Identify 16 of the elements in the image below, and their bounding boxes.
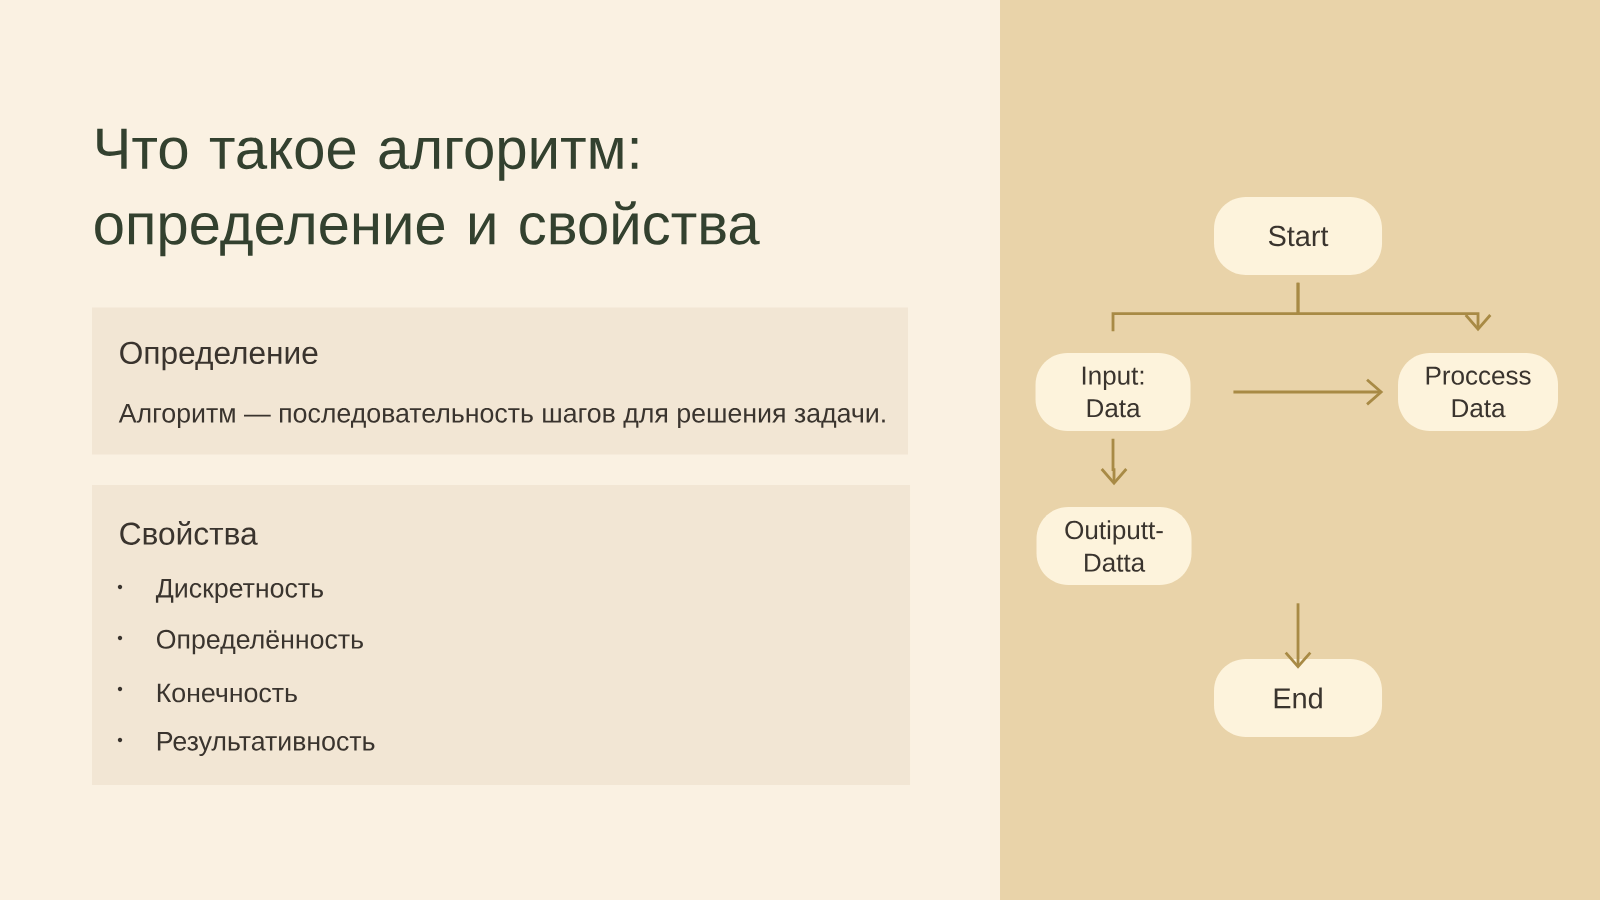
slide-title: Что такое алгоритм: определение и свойства [95,128,760,257]
bullet-item: Результативность [117,732,375,756]
card-heading: Определение [120,341,318,371]
process-box: Outiputt-Datta [1036,507,1192,585]
process-box: End [1214,659,1382,737]
arrow [1296,282,1492,332]
arrow [1284,603,1312,669]
process-box: Input: Data [1035,353,1191,431]
arrow [1233,378,1384,406]
bullet-item: Конечность [117,683,297,703]
card-heading: Свойства [120,521,258,545]
bullet-item: Определённость [117,629,363,655]
process-box: Proccess Data [1398,353,1558,431]
bullet-item: Дискретность [117,579,323,603]
process-box: Start [1214,197,1382,275]
definition-text: Алгоритм — последовательность шагов для решения задачи. [118,404,885,428]
